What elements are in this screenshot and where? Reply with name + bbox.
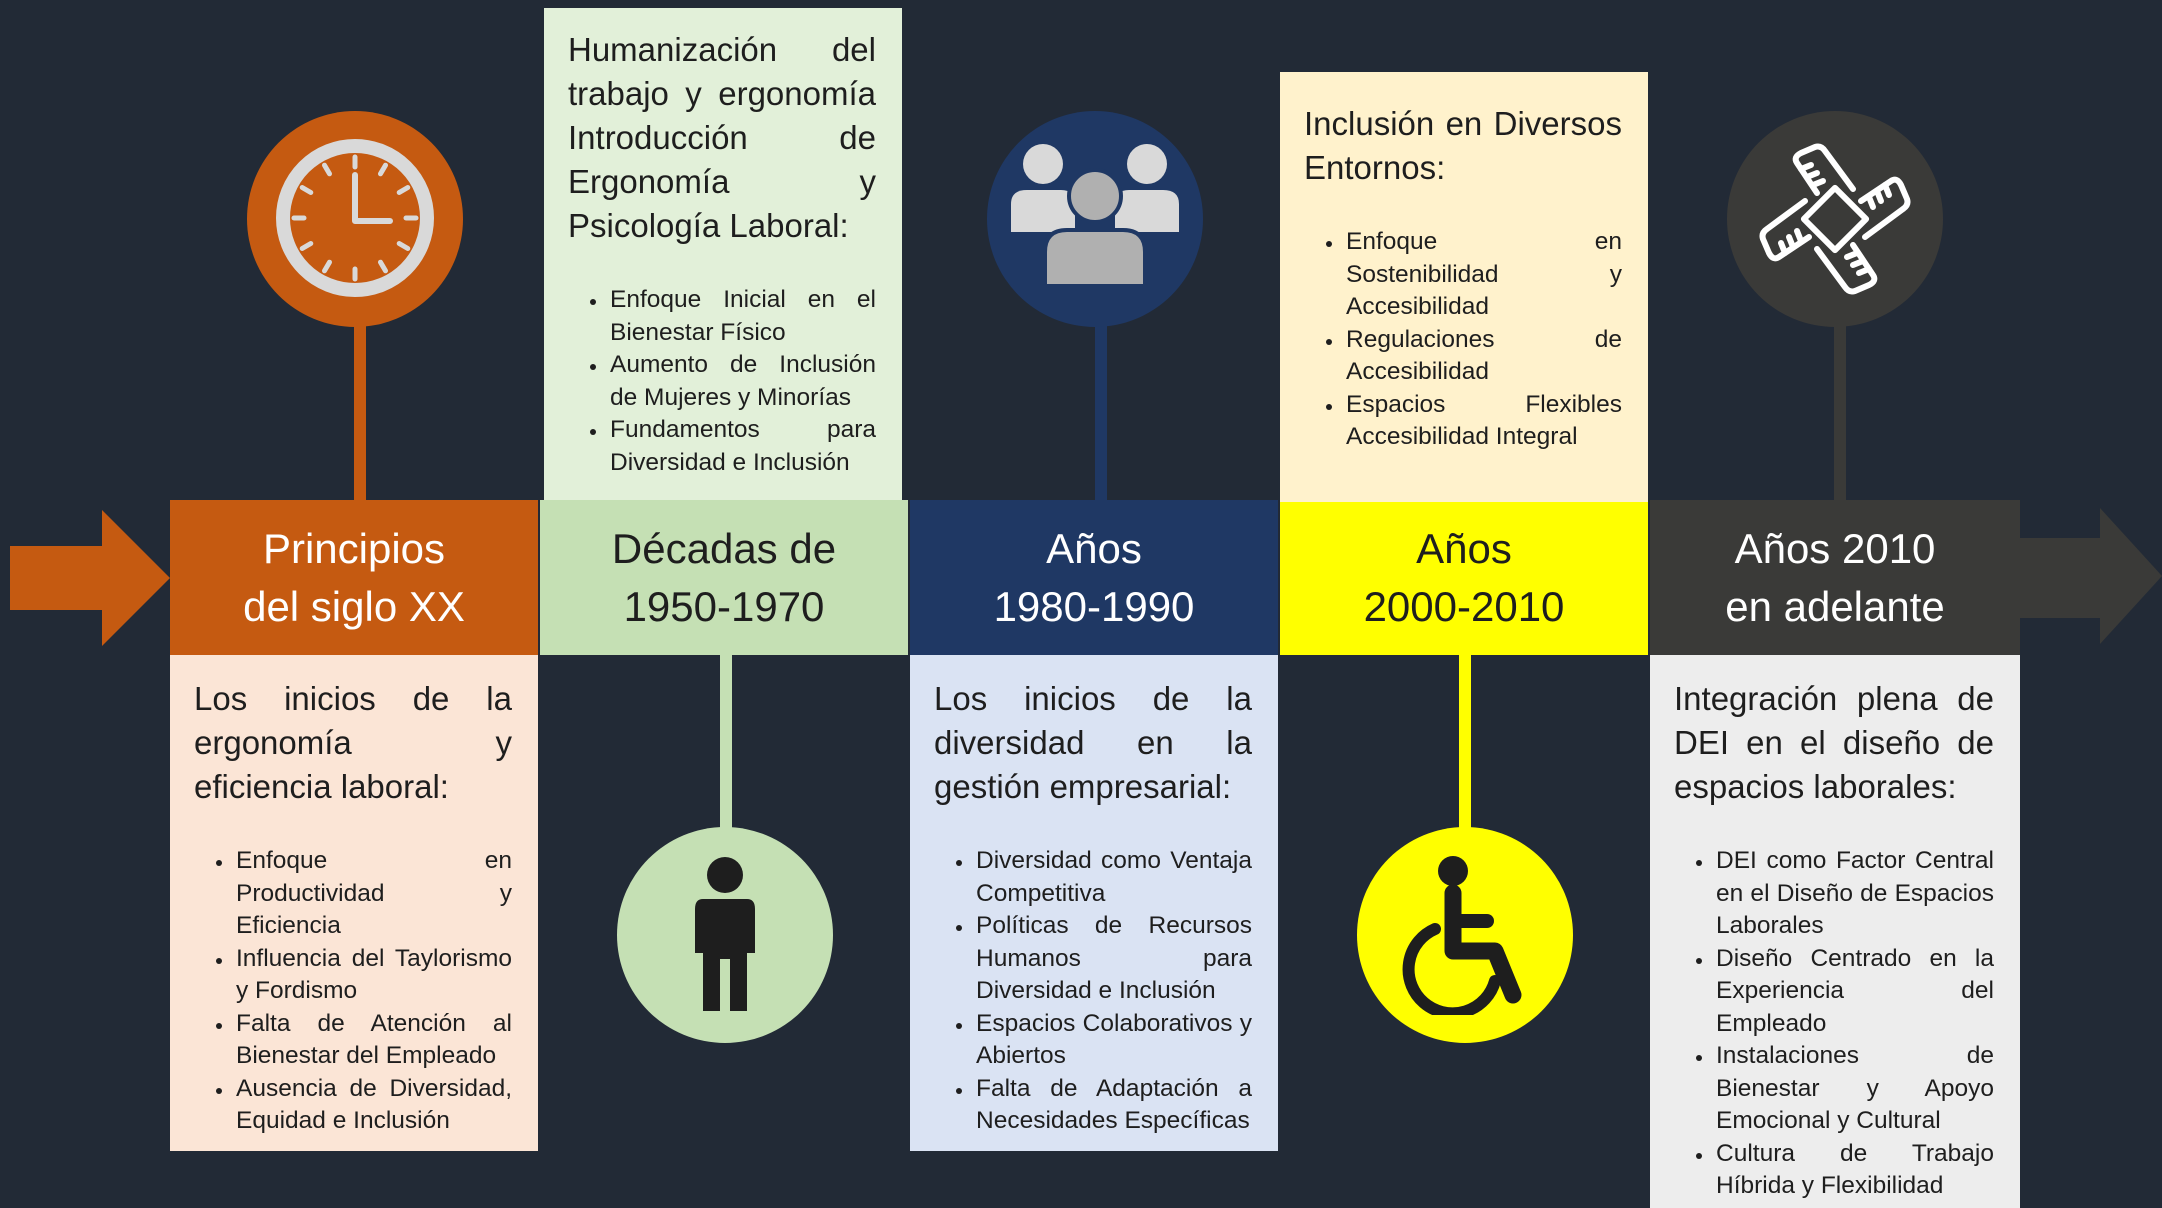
period-3-list: Diversidad como Ventaja Competitiva Polí… [934, 845, 1252, 1138]
list-item: Espacios Colaborativos y Abiertos [974, 1008, 1252, 1073]
period-2-label-line2: 1950-1970 [623, 582, 825, 630]
period-5-heading: Integración plena de DEI en el diseño de… [1674, 680, 1994, 805]
period-4-label-line2: 2000-2010 [1363, 582, 1565, 630]
period-1-label-line2: del siglo XX [243, 582, 465, 630]
list-item: Falta de Adaptación a Necesidades Especí… [974, 1073, 1252, 1138]
connector-line-5 [1834, 300, 1846, 505]
period-1-label-line1: Principios [262, 524, 446, 572]
period-5-icon-circle [1727, 111, 1943, 327]
list-item: Diversidad como Ventaja Competitiva [974, 845, 1252, 910]
period-4-list: Enfoque en Sostenibilidad y Accesibilida… [1304, 226, 1622, 454]
period-4-heading: Inclusión en Diversos Entornos: [1304, 105, 1622, 186]
period-1-band: Principios del siglo XX [170, 500, 538, 655]
list-item: Enfoque en Productividad y Eficiencia [234, 845, 512, 943]
connector-line-1 [354, 300, 366, 505]
list-item: Fundamentos para Diversidad e Inclusión [608, 414, 876, 479]
list-item: Regulaciones de Accesibilidad [1344, 324, 1622, 389]
period-2-band: Décadas de 1950-1970 [540, 500, 908, 655]
list-item: Enfoque en Sostenibilidad y Accesibilida… [1344, 226, 1622, 324]
period-5-list: DEI como Factor Central en el Diseño de … [1674, 845, 1994, 1203]
period-2-heading: Humanización del trabajo y ergonomía Int… [568, 31, 876, 244]
list-item: Cultura de Trabajo Híbrida y Flexibilida… [1714, 1138, 1994, 1203]
period-3-heading: Los inicios de la diversidad en la gesti… [934, 680, 1252, 805]
period-2-description-box: Humanización del trabajo y ergonomía Int… [544, 8, 902, 500]
period-1-list: Enfoque en Productividad y Eficiencia In… [194, 845, 512, 1138]
period-5-label-line1: Años 2010 [1734, 524, 1936, 572]
period-3-band: Años 1980-1990 [910, 500, 1278, 655]
list-item: Ausencia de Diversidad, Equidad e Inclus… [234, 1073, 512, 1138]
clock-icon [276, 139, 434, 297]
period-2-label-line1: Décadas de [611, 524, 837, 572]
wheelchair-icon [1402, 856, 1522, 1015]
period-5-label-line2: en adelante [1725, 582, 1945, 630]
period-5-band: Años 2010 en adelante [1650, 500, 2020, 655]
list-item: Espacios Flexibles Accesibilidad Integra… [1344, 389, 1622, 454]
list-item: Enfoque Inicial en el Bienestar Físico [608, 284, 876, 349]
period-5-description-box: Integración plena de DEI en el diseño de… [1650, 655, 2020, 1208]
period-1-description-box: Los inicios de la ergonomía y eficiencia… [170, 655, 538, 1151]
person-icon [695, 857, 755, 1011]
list-item: Instalaciones de Bienestar y Apoyo Emoci… [1714, 1040, 1994, 1138]
list-item: Políticas de Recursos Humanos para Diver… [974, 910, 1252, 1008]
list-item: Aumento de Inclusión de Mujeres y Minorí… [608, 349, 876, 414]
period-3-label-line1: Años [1046, 524, 1142, 572]
list-item: Influencia del Taylorismo y Fordismo [234, 943, 512, 1008]
period-4-description-box: Inclusión en Diversos Entornos: Enfoque … [1280, 72, 1648, 502]
period-4-band: Años 2000-2010 [1280, 500, 1648, 655]
connector-line-4 [1459, 650, 1471, 850]
joined-hands-icon [1759, 143, 1911, 295]
list-item: DEI como Factor Central en el Diseño de … [1714, 845, 1994, 943]
period-3-label-line2: 1980-1990 [993, 582, 1195, 630]
period-4-label-line1: Años [1416, 524, 1512, 572]
connector-line-2 [720, 650, 732, 850]
period-3-description-box: Los inicios de la diversidad en la gesti… [910, 655, 1278, 1151]
timeline-end-arrow-head [2100, 508, 2162, 644]
list-item: Falta de Atención al Bienestar del Emple… [234, 1008, 512, 1073]
list-item: Diseño Centrado en la Experiencia del Em… [1714, 943, 1994, 1041]
timeline-start-arrow [10, 510, 170, 646]
timeline-end-arrow-shaft [2020, 538, 2110, 618]
connector-line-3 [1095, 300, 1107, 505]
period-1-heading: Los inicios de la ergonomía y eficiencia… [194, 680, 512, 805]
group-icon [1011, 144, 1179, 288]
period-2-list: Enfoque Inicial en el Bienestar Físico A… [568, 284, 876, 479]
